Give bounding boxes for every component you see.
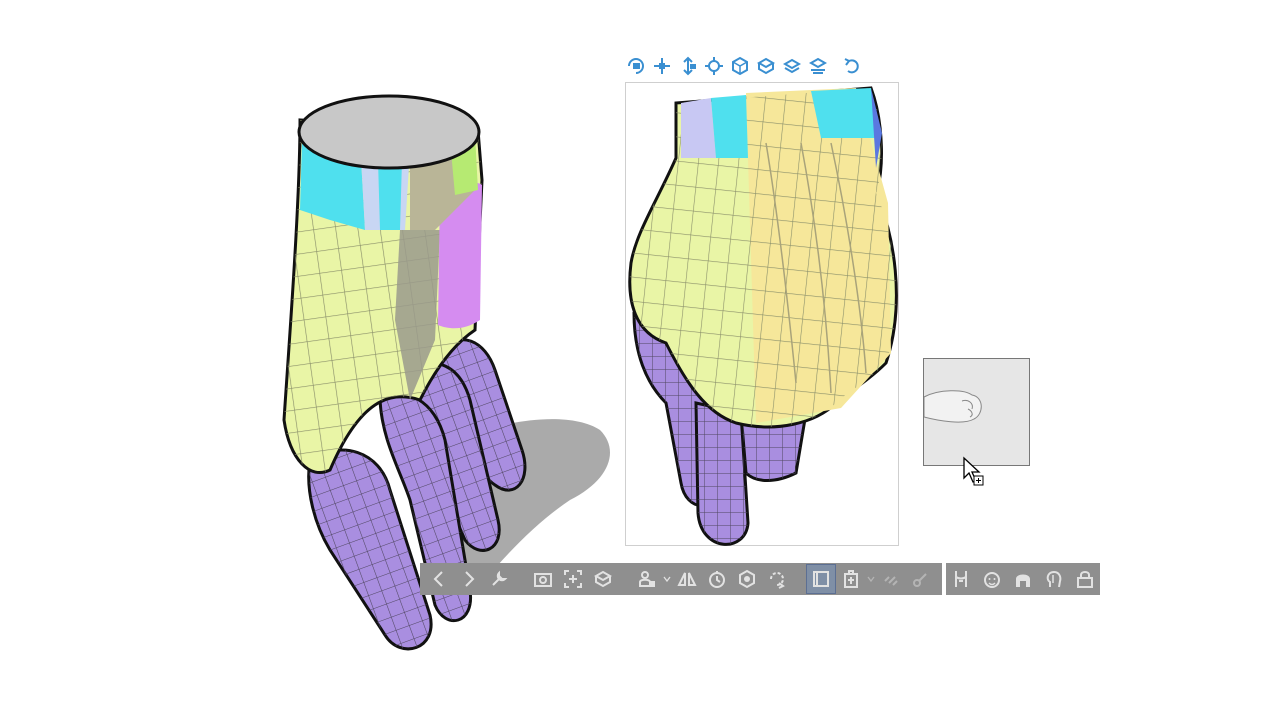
pose-dropdown-icon[interactable] <box>866 564 876 594</box>
move-model-icon[interactable] <box>702 53 726 79</box>
wrench-icon[interactable] <box>484 564 514 594</box>
camera-toolbar <box>624 52 870 80</box>
object-launcher-toolbar <box>420 563 942 595</box>
rotate-xy-icon[interactable] <box>754 53 778 79</box>
next-icon[interactable] <box>454 564 484 594</box>
rotate-xz-icon[interactable] <box>780 53 804 79</box>
fit-icon[interactable] <box>558 564 588 594</box>
snap-to-ground-icon[interactable] <box>806 53 830 79</box>
hair-icon[interactable] <box>1008 564 1038 594</box>
lock-body-icon[interactable] <box>1070 564 1100 594</box>
joint-icon[interactable] <box>906 564 936 594</box>
frame-icon[interactable] <box>806 564 836 594</box>
lock-icon[interactable] <box>632 564 662 594</box>
pose-register-icon[interactable] <box>836 564 866 594</box>
body-shape-icon[interactable] <box>946 564 976 594</box>
rotate-model-icon[interactable] <box>728 53 752 79</box>
link-icon[interactable] <box>876 564 906 594</box>
rotate-camera-icon[interactable] <box>624 53 648 79</box>
wrist-cap <box>297 94 481 170</box>
camera-icon[interactable] <box>528 564 558 594</box>
model-parts-toolbar <box>946 563 1100 595</box>
reset-pose-icon[interactable] <box>702 564 732 594</box>
flip-icon[interactable] <box>672 564 702 594</box>
rotate-view-icon[interactable] <box>762 564 792 594</box>
hand-model-preview <box>628 86 898 546</box>
undo-icon[interactable] <box>840 53 864 79</box>
place-icon[interactable] <box>588 564 618 594</box>
preview-panel[interactable] <box>625 82 899 546</box>
mouse-cursor-icon <box>963 456 984 486</box>
move-camera-icon[interactable] <box>676 53 700 79</box>
hand-palm <box>282 118 484 474</box>
pan-camera-icon[interactable] <box>650 53 674 79</box>
prev-icon[interactable] <box>424 564 454 594</box>
finger-index <box>307 448 433 651</box>
lock-dropdown-icon[interactable] <box>662 564 672 594</box>
mesh-icon[interactable] <box>732 564 762 594</box>
pose-thumbnail[interactable] <box>923 358 1030 466</box>
face-icon[interactable] <box>977 564 1007 594</box>
head-side-icon[interactable] <box>1039 564 1069 594</box>
hand-pose-thumbnail <box>924 390 982 423</box>
